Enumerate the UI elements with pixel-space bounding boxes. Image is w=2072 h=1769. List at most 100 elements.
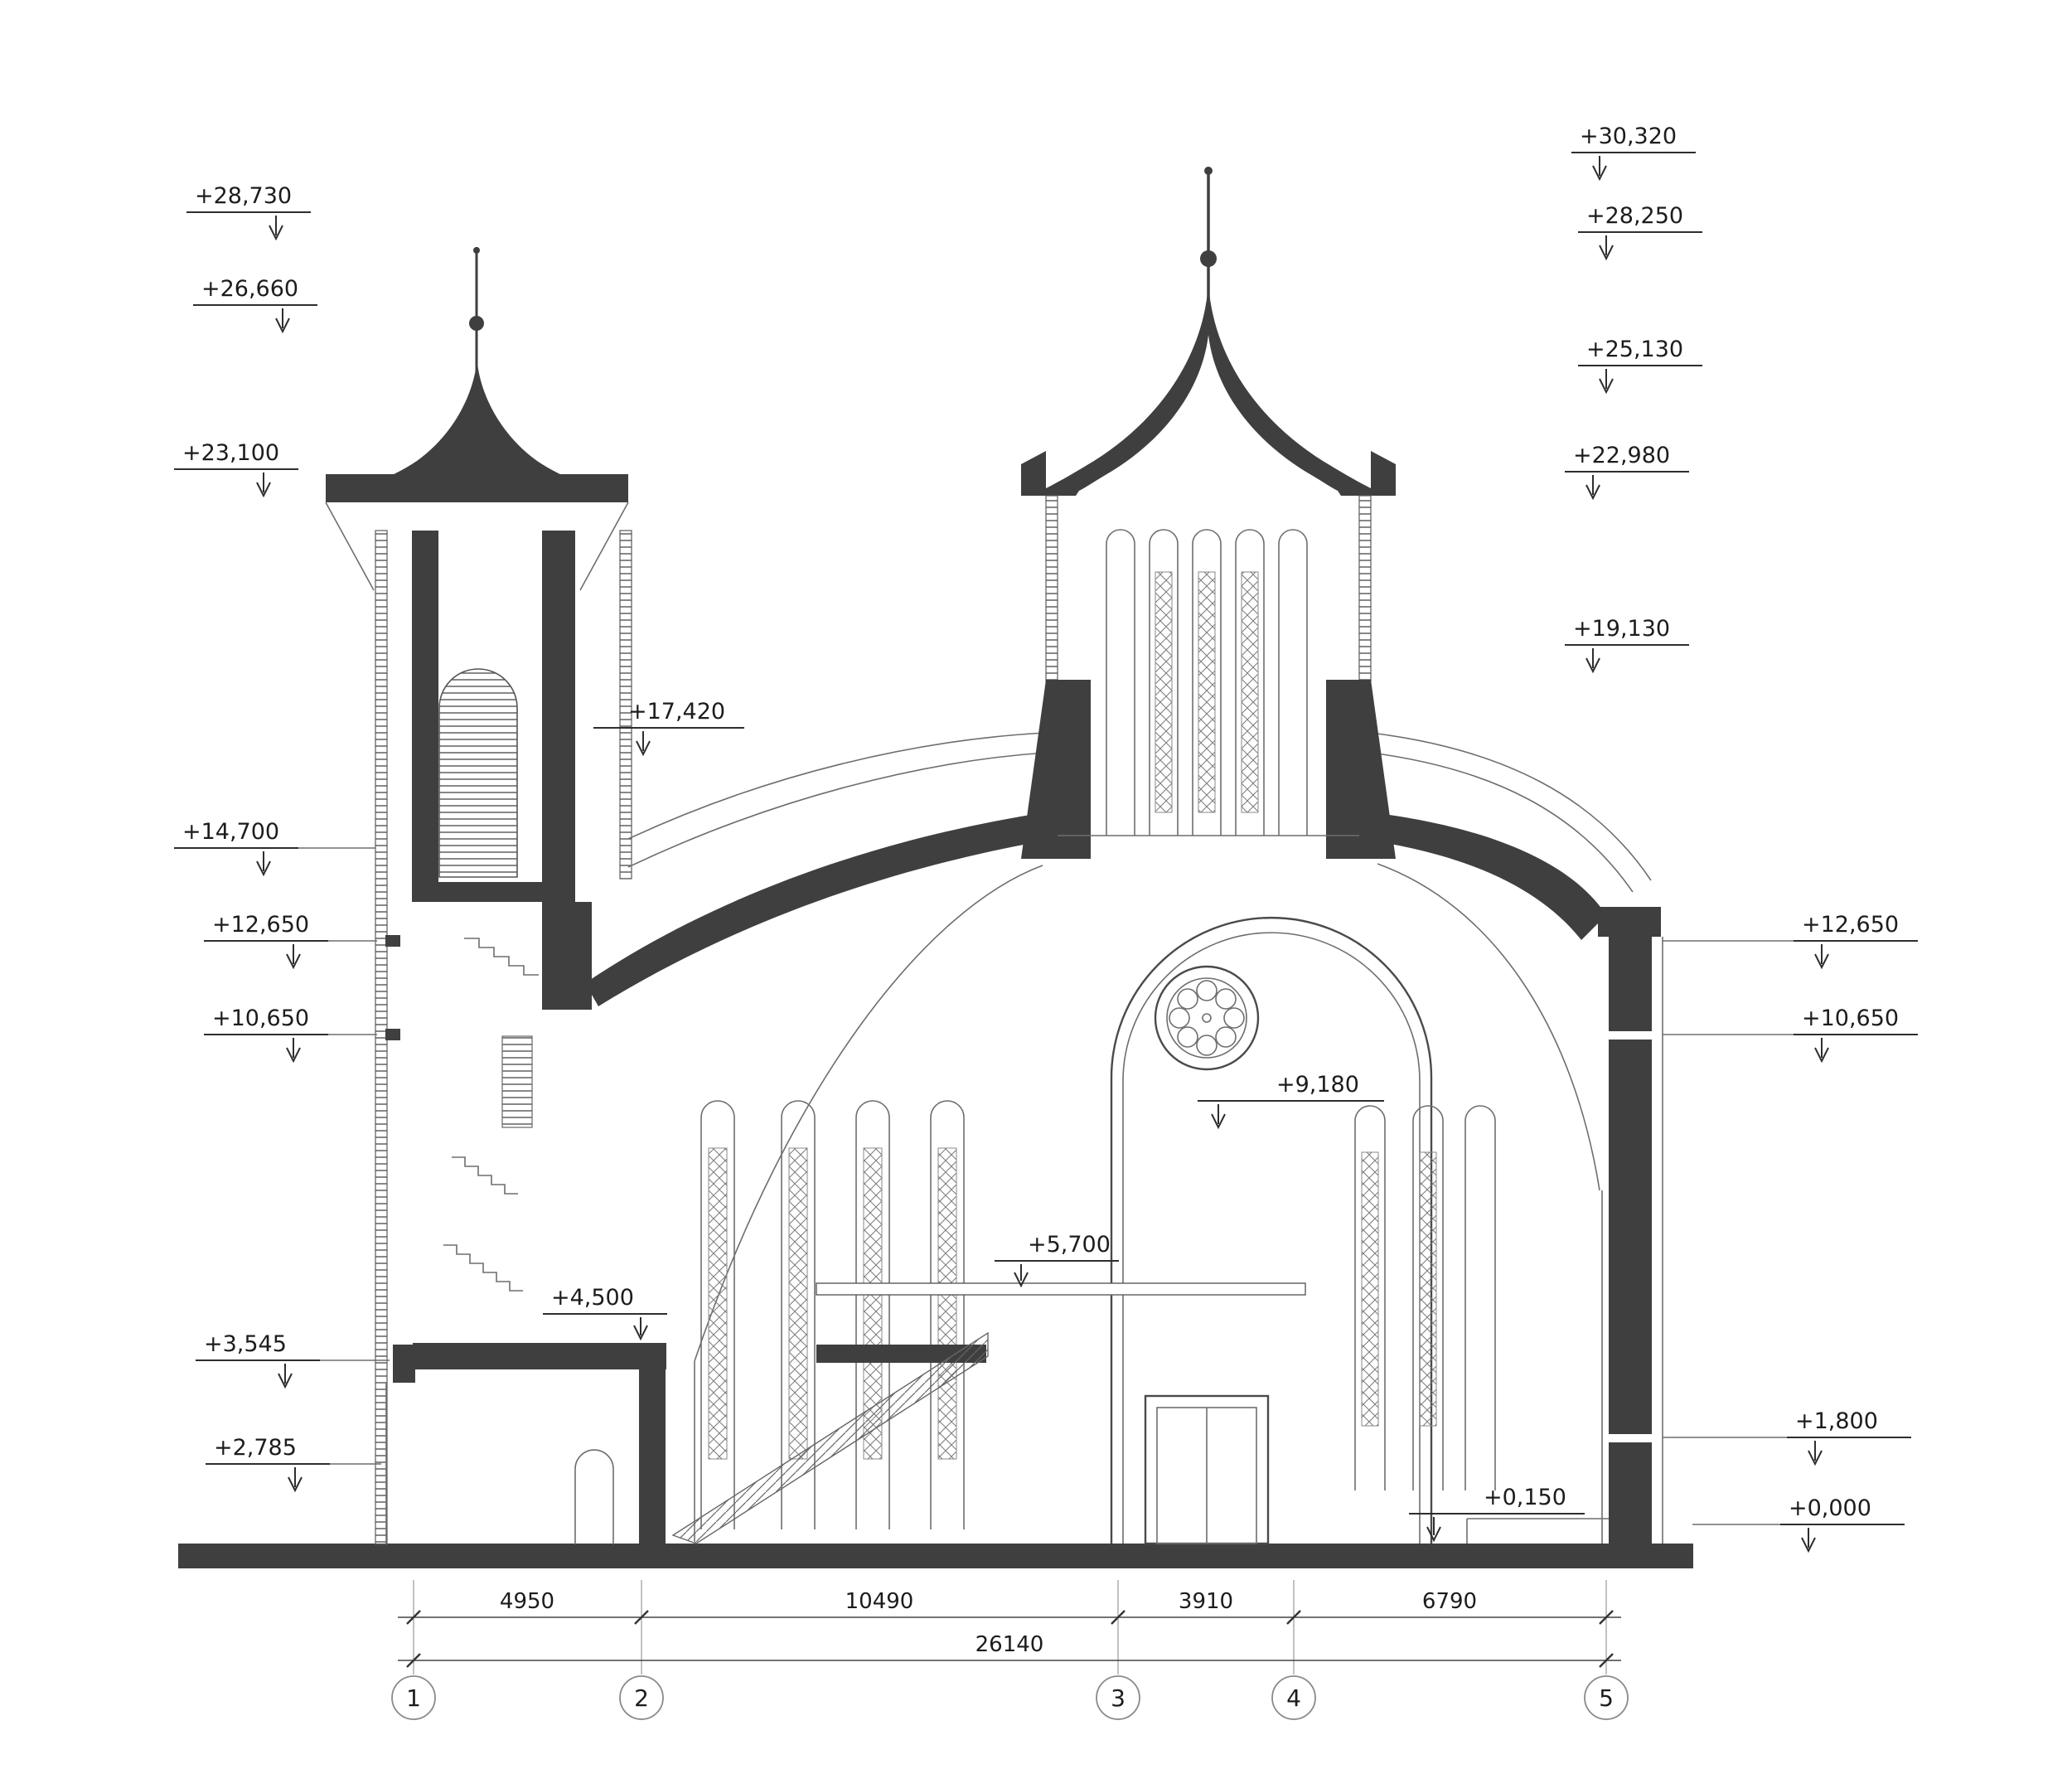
central-drum	[1021, 167, 1396, 859]
bell-tower	[325, 247, 666, 1545]
elevation-label: +9,180	[1276, 1072, 1359, 1098]
apse-arch-outer	[1110, 916, 1433, 1544]
stair-flight	[671, 1331, 989, 1544]
nave-window-lattice	[863, 1147, 883, 1460]
tower-spire-tip	[473, 247, 480, 254]
dimension-label: 4950	[500, 1589, 554, 1614]
axis-number: 3	[1111, 1684, 1126, 1712]
elevation-label: +10,650	[212, 1006, 309, 1031]
slab-4500	[413, 1343, 666, 1369]
roof-outer-line-left-1	[627, 732, 1047, 840]
vault-cut-right	[1371, 812, 1606, 940]
drum-window-lattice	[1241, 571, 1259, 813]
tower-base-pier	[639, 1369, 666, 1544]
drum-window-lattice	[1155, 571, 1173, 813]
elevation-markers-right: +30,320 +28,250 +25,130 +22,980 +19,130 …	[1565, 124, 1918, 1553]
roof-outer-line-right-2	[1370, 752, 1634, 893]
drum-shoulder-right	[1326, 680, 1396, 859]
elevation-marker: +9,180	[1198, 1072, 1384, 1130]
elevation-marker: +22,980	[1565, 443, 1689, 501]
elevation-marker: +1,800	[1663, 1408, 1911, 1466]
tower-stairs-upper	[464, 938, 539, 976]
tower-wall-left	[375, 530, 388, 1545]
nave-roof	[585, 732, 1652, 1542]
tower-base-arch-niche	[574, 1449, 614, 1544]
elevation-label: +0,000	[1789, 1495, 1871, 1521]
nave-window	[700, 1100, 735, 1529]
apse-window	[1412, 1105, 1444, 1490]
tower-stair-ladder	[501, 1035, 533, 1128]
elevation-marker: +0,000	[1692, 1495, 1905, 1553]
elevation-label: +2,785	[214, 1435, 297, 1461]
dome-spire-tip	[1204, 167, 1213, 175]
elevation-label: +25,130	[1586, 337, 1683, 362]
elevation-label: +28,250	[1586, 203, 1683, 229]
apse-arch-inner	[1122, 932, 1421, 1544]
right-wall-cornice	[1598, 907, 1661, 937]
axis-bubble: 4	[1271, 1675, 1316, 1720]
drum-window	[1106, 529, 1135, 836]
dome-eave-wing-left	[1021, 451, 1046, 496]
vault-intrados-right	[1377, 863, 1600, 1191]
vault-intrados-left	[694, 865, 1043, 1362]
belfry-ledge	[412, 882, 575, 902]
ground-slab	[178, 1544, 1693, 1568]
roof-outer-line-left-2	[627, 752, 1047, 868]
elevation-label: +17,420	[628, 699, 725, 725]
tower-ledge-10650	[385, 1029, 400, 1040]
rosette-window	[1154, 965, 1260, 1071]
tower-skirt-lines	[325, 502, 629, 591]
elevation-label: +28,730	[195, 183, 292, 209]
roof-outer-line-right-1	[1370, 732, 1652, 881]
elevation-marker: +3,545	[196, 1331, 390, 1389]
axis-bubbles: 1 2 3 4 5	[391, 1675, 1629, 1720]
nave-window-lattice	[788, 1147, 808, 1460]
dome-spire-ball	[1200, 250, 1217, 267]
elevation-marker: +19,130	[1565, 616, 1689, 674]
tower-spire-ball	[469, 316, 484, 331]
elevation-label: +0,150	[1484, 1485, 1566, 1510]
nave-window-lattice	[708, 1147, 728, 1460]
elevation-label: +12,650	[212, 912, 309, 938]
right-wall-poche	[1609, 935, 1652, 1544]
tower-junction-mass	[542, 902, 592, 1010]
tower-ledge-12650	[385, 935, 400, 947]
elevation-label: +12,650	[1802, 912, 1899, 938]
elevation-label: +10,650	[1802, 1006, 1899, 1031]
elevation-marker: +28,250	[1578, 203, 1702, 261]
nave-window	[930, 1100, 965, 1529]
elevation-marker: +4,500	[543, 1285, 667, 1341]
axis-number: 5	[1599, 1684, 1614, 1712]
right-wall	[1598, 907, 1663, 1544]
elevation-marker: +26,660	[193, 276, 317, 334]
axis-number: 4	[1286, 1684, 1301, 1712]
axis-bubble: 3	[1096, 1675, 1140, 1720]
drum-wall-right	[1358, 495, 1372, 682]
axis-bubble: 2	[619, 1675, 664, 1720]
church-section	[178, 167, 1693, 1568]
tower-tent-roof	[326, 363, 628, 497]
tower-eave-band	[326, 474, 628, 502]
elevation-label: +23,100	[182, 440, 279, 466]
tower-wall-right	[619, 530, 632, 880]
drum-window	[1235, 529, 1265, 836]
elevation-marker: +23,100	[174, 440, 298, 498]
apse	[1110, 916, 1433, 1544]
drum-wall-left	[1045, 495, 1058, 682]
dimension-label: 6790	[1422, 1589, 1477, 1614]
drum-shoulder-left	[1021, 680, 1091, 859]
elevation-marker: +10,650	[204, 1006, 377, 1064]
drum-window	[1149, 529, 1179, 836]
axis-number: 2	[634, 1684, 649, 1712]
elevation-label: +14,700	[182, 819, 279, 845]
dome-tent-roof-inner	[1076, 335, 1341, 496]
axis-bubble: 1	[391, 1675, 436, 1720]
elevation-marker: +28,730	[186, 183, 311, 241]
elevation-marker: +0,150	[1409, 1485, 1585, 1543]
elevation-marker: +30,320	[1571, 124, 1696, 182]
elevation-label: +26,660	[201, 276, 298, 302]
elevation-marker: +25,130	[1578, 337, 1702, 395]
apse-window-lattice	[1361, 1151, 1379, 1427]
nave-window	[781, 1100, 816, 1529]
